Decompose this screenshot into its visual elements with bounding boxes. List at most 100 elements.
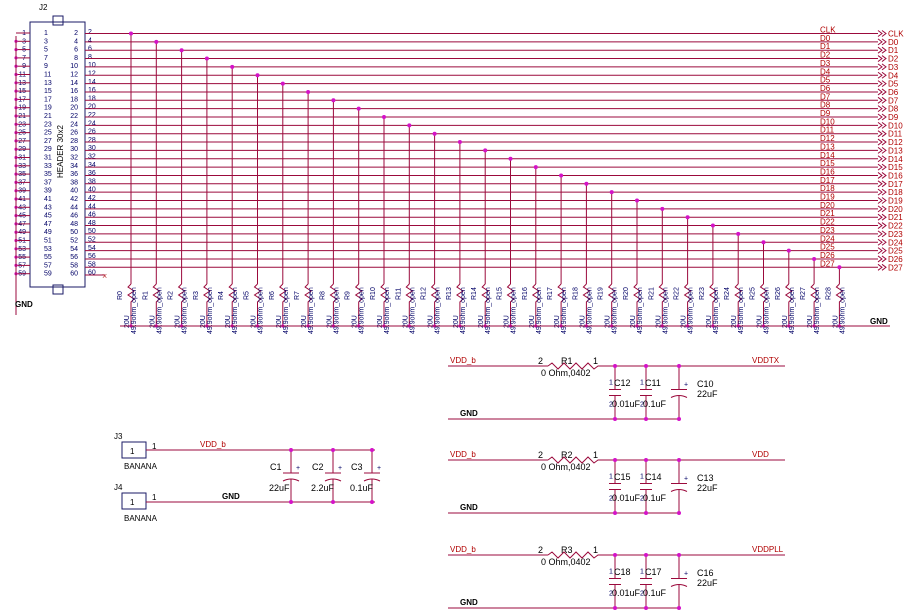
bus-port-label: D16 bbox=[888, 171, 903, 180]
header-pin-inner-odd: 25 bbox=[44, 130, 52, 137]
banana-input: 1 J3 BANANA 1 VDD_b 1 J4 BANANA 1 GND +C… bbox=[114, 432, 381, 523]
bus-resistor-desc: 49.9ohm_open bbox=[182, 287, 189, 334]
supply-cap-ref: C12 bbox=[614, 378, 631, 388]
header-pin-inner-odd: 47 bbox=[44, 221, 52, 228]
bus-net-label: D5 bbox=[820, 76, 831, 85]
banana-cap-value: 2.2uF bbox=[311, 483, 335, 493]
j3-ref: J3 bbox=[114, 432, 123, 441]
bus-port-arrow bbox=[877, 230, 883, 238]
supply-in-label: VDD_b bbox=[450, 356, 476, 365]
bus-port-arrow bbox=[877, 263, 883, 271]
bus-resistor-ref: R8 bbox=[319, 291, 326, 300]
supply-out-label: VDDTX bbox=[752, 356, 780, 365]
bus-port-label: D3 bbox=[888, 63, 899, 72]
bus-resistor-desc: 49.9ohm_open bbox=[435, 287, 442, 334]
bus-port-arrow bbox=[881, 105, 887, 113]
bus-port-label: D24 bbox=[888, 238, 903, 247]
cap-junction-top bbox=[331, 448, 335, 452]
bus-port-arrow bbox=[877, 238, 883, 246]
bus-resistor-value: 20U bbox=[428, 315, 435, 328]
header-pin-inner-odd: 31 bbox=[44, 155, 52, 162]
bus-junction bbox=[407, 123, 412, 128]
bus-port-arrow bbox=[877, 88, 883, 96]
bus-resistor-symbol bbox=[152, 283, 161, 326]
header-pin-outer-even: 46 bbox=[88, 212, 96, 219]
header-pin-inner-odd: 53 bbox=[44, 246, 52, 253]
supply-cap-value: 22uF bbox=[697, 578, 718, 588]
bus-resistor-ref: R26 bbox=[775, 287, 782, 300]
cap-pin-1: 1 bbox=[640, 380, 644, 387]
bus-port-arrow bbox=[877, 80, 883, 87]
bus-net-label: D23 bbox=[820, 226, 835, 235]
cap-pin-1: 1 bbox=[609, 569, 613, 576]
bus-port-arrow bbox=[881, 213, 887, 221]
bus-port-label: D21 bbox=[888, 213, 903, 222]
header-pin-outer-even: 4 bbox=[88, 37, 92, 44]
cap-junction-bottom bbox=[677, 511, 681, 515]
bus-net-label: D9 bbox=[820, 109, 831, 118]
header-pin-inner-odd: 41 bbox=[44, 196, 52, 203]
bus-port-arrow bbox=[877, 55, 883, 62]
header-pin-inner-even: 28 bbox=[70, 138, 78, 145]
bus-resistor-symbol bbox=[481, 283, 490, 326]
bus-port-arrow bbox=[877, 46, 883, 54]
cap-junction-top bbox=[677, 553, 681, 557]
bus-resistor-ref: R22 bbox=[674, 287, 681, 300]
bus-net-label: D1 bbox=[820, 42, 831, 51]
bus-port-label: D20 bbox=[888, 205, 903, 214]
header-pin-inner-odd: 33 bbox=[44, 163, 52, 170]
supply-cap-value: 0.01uF bbox=[612, 399, 641, 409]
bus-resistor-symbol bbox=[784, 283, 793, 326]
bus-resistor-ref: R3 bbox=[193, 291, 200, 300]
bus-net-label: D15 bbox=[820, 159, 835, 168]
bus-port-arrow bbox=[877, 222, 883, 229]
header-pin-inner-odd: 49 bbox=[44, 229, 52, 236]
bus-port-label: D7 bbox=[888, 96, 899, 105]
bus-port-arrow bbox=[877, 30, 883, 37]
header-pin-outer-even: 56 bbox=[88, 253, 96, 260]
header-pin-inner-odd: 57 bbox=[44, 262, 52, 269]
bus-junction bbox=[786, 248, 791, 253]
header-pin-inner-even: 52 bbox=[70, 238, 78, 245]
header-key-top bbox=[52, 15, 64, 26]
bus-port-arrow bbox=[877, 188, 883, 196]
bus-net-label: D13 bbox=[820, 142, 835, 151]
header-pin-inner-even: 48 bbox=[70, 221, 78, 228]
header-pin-inner-odd: 9 bbox=[44, 63, 48, 70]
cap-junction-bottom bbox=[677, 417, 681, 421]
bus-port-arrow bbox=[877, 38, 883, 46]
header-pin-inner-even: 8 bbox=[74, 55, 78, 62]
supply-resistor-value: 0 Ohm,0402 bbox=[541, 557, 591, 567]
bus-resistor-symbol bbox=[759, 283, 768, 326]
cap-plate-curved bbox=[324, 478, 342, 482]
header-pin-inner-odd: 27 bbox=[44, 138, 52, 145]
bus-resistor-desc: 49.9ohm_open bbox=[764, 287, 771, 334]
bus-resistor-value: 20U bbox=[655, 315, 662, 328]
j4-box bbox=[121, 492, 147, 510]
bus-net-label: D2 bbox=[820, 51, 831, 60]
bus-resistor-symbol bbox=[127, 283, 135, 326]
supply-resistor-symbol bbox=[547, 456, 602, 464]
cap-plate-curved bbox=[670, 395, 688, 398]
bus-net-label: D7 bbox=[820, 92, 831, 101]
cap-pin-2: 2 bbox=[640, 402, 644, 409]
bus-resistor-value: 20U bbox=[200, 315, 207, 328]
supply-cap-value: 0.01uF bbox=[612, 588, 641, 598]
supply-resistor-symbol bbox=[547, 551, 602, 559]
bus-junction bbox=[255, 73, 260, 78]
header-pin-inner-even: 38 bbox=[70, 179, 78, 186]
header-pin-outer-even: 58 bbox=[88, 261, 96, 268]
banana-cap-ref: C2 bbox=[312, 462, 324, 472]
bus-net-label: D17 bbox=[820, 176, 835, 185]
bus-net-label: D14 bbox=[820, 151, 835, 160]
bus-port-arrow bbox=[877, 105, 883, 113]
supply-cap-ref: C16 bbox=[697, 568, 714, 578]
bus-port-arrow bbox=[881, 30, 887, 37]
bus-resistor-symbol bbox=[430, 283, 439, 326]
bus-resistor-value: 20U bbox=[630, 315, 637, 328]
bus-junction bbox=[432, 131, 437, 136]
header-pin-inner-odd: 5 bbox=[44, 47, 48, 54]
header-pin-outer-even: 50 bbox=[88, 228, 96, 235]
bus-net-label: D4 bbox=[820, 67, 831, 76]
